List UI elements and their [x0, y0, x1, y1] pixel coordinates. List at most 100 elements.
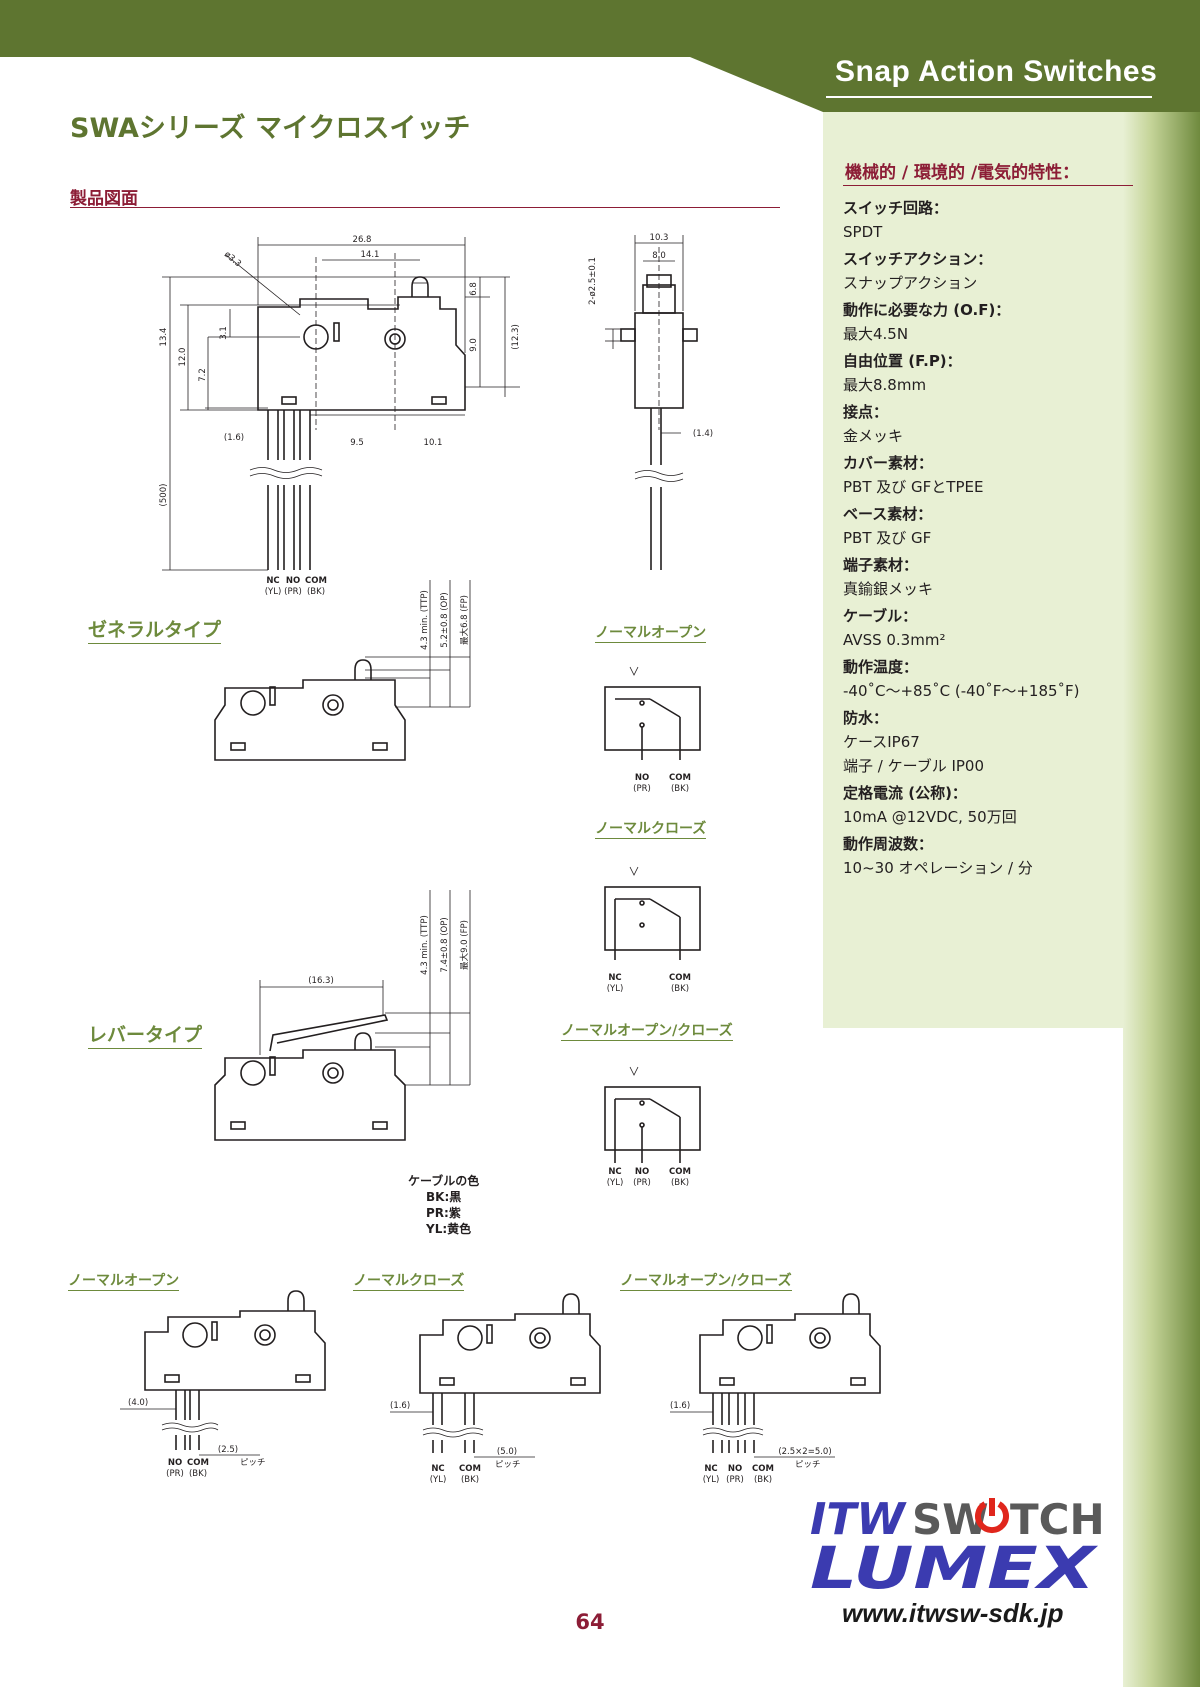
spec-item: 動作温度：-40˚C～+85˚C (-40˚F～+185˚F): [843, 655, 1113, 703]
logo-tch: TCH: [1010, 1495, 1105, 1544]
circuit-terminal: NC: [608, 973, 621, 983]
spec-label: 動作周波数：: [843, 835, 934, 853]
dim-label: 4.3 min. (TTP): [420, 590, 430, 650]
spec-item: 接点： 金メッキ: [843, 400, 1113, 448]
circuit-label-no-nc: ノーマルオープン/クローズ: [561, 1020, 733, 1041]
dim-label: 9.0: [469, 338, 479, 352]
circuit-nc-diagram: NC COM (YL) (BK): [604, 866, 701, 994]
spec-item: 定格電流 (公称)：10mA @12VDC, 50万回: [843, 781, 1113, 829]
terminal-label: COM: [459, 1464, 481, 1474]
terminal-color: (BK): [461, 1475, 479, 1485]
section-title: 製品図面: [70, 189, 138, 209]
spec-item: スイッチアクション：スナップアクション: [843, 247, 1113, 295]
spec-value: PBT 及び GFとTPEE: [843, 478, 984, 496]
spec-value: ケースIP67: [843, 733, 920, 751]
spec-label: 防水：: [843, 709, 889, 727]
circuit-terminal: NC: [608, 1167, 621, 1177]
circuit-terminal: NO: [635, 1167, 649, 1177]
dim-label: 9.5: [350, 438, 364, 448]
terminal-label: NO: [168, 1458, 182, 1468]
spec-label: カバー素材：: [843, 454, 934, 472]
page-number: 64: [575, 1610, 605, 1634]
page-title: SWAシリーズ マイクロスイッチ: [70, 113, 471, 144]
cable-color-legend: ケーブルの色 BK:黒 PR:紫 YL:黄色: [408, 1173, 479, 1237]
pitch-label: (5.0): [497, 1447, 517, 1457]
spec-value: 10~30 オペレーション / 分: [843, 859, 1033, 877]
spec-value: スナップアクション: [843, 274, 978, 292]
offset-label: (4.0): [128, 1398, 148, 1408]
dim-label: 最大9.0 (FP): [459, 920, 470, 970]
circuit-terminal: COM: [669, 1167, 691, 1177]
bottom-view-no-nc: (1.6) (2.5×2=5.0) ピッチ NC NO COM (YL) (PR…: [670, 1293, 881, 1485]
terminal-label: NC: [704, 1464, 717, 1474]
main-drawing: 26.8 14.1 ø3.3 3.1 6.8 13.4 12.0 7.2 9.0…: [159, 235, 521, 597]
terminal-label: COM: [187, 1458, 209, 1468]
banner-title: Snap Action Switches: [835, 55, 1158, 88]
spec-label: 接点：: [843, 403, 889, 421]
spec-value: 10mA @12VDC, 50万回: [843, 808, 1017, 826]
terminal-color: (PR): [726, 1475, 744, 1485]
dim-label: 8.0: [652, 251, 666, 261]
circuit-label-nc: ノーマルクローズ: [595, 818, 707, 839]
pitch-label: (2.5×2=5.0): [778, 1447, 831, 1457]
cable-color-title: ケーブルの色: [408, 1174, 480, 1188]
spec-label: 端子素材：: [843, 556, 919, 574]
spec-value: PBT 及び GF: [843, 529, 932, 547]
circuit-no-diagram: NO COM (PR) (BK): [604, 666, 701, 794]
spec-list: スイッチ回路：SPDT スイッチアクション：スナップアクション 動作に必要な力 …: [843, 196, 1113, 883]
power-icon: [975, 1498, 1009, 1534]
circuit-color: (BK): [671, 1178, 689, 1188]
terminal-label: NO: [728, 1464, 742, 1474]
spec-value: 端子 / ケーブル IP00: [843, 757, 985, 775]
spec-item: 自由位置 (F.P)：最大8.8mm: [843, 349, 1113, 397]
spec-value: 真鍮銀メッキ: [843, 580, 934, 598]
circuit-color: (PR): [633, 1178, 651, 1188]
terminal-color: (YL): [703, 1475, 720, 1485]
pitch-text: ピッチ: [240, 1458, 266, 1468]
dim-label: 5.2±0.8 (OP): [440, 592, 450, 647]
circuit-color: (PR): [633, 784, 651, 794]
banner-rule: [826, 96, 1152, 98]
general-type-label: ゼネラルタイプ: [88, 615, 222, 644]
terminal-label: NC: [431, 1464, 444, 1474]
spec-label: 動作に必要な力 (O.F)：: [843, 301, 1011, 319]
bottom-view-nc: (1.6) (5.0) ピッチ NC COM (YL) (BK): [390, 1293, 601, 1485]
cable-color-item: YL:黄色: [426, 1222, 472, 1236]
side-drawing: 10.3 8.0 2-ø2.5±0.1 (1.4): [588, 233, 713, 570]
dim-label: 13.4: [159, 328, 169, 347]
circuit-no-nc-diagram: NC NO COM (YL) (PR) (BK): [604, 1066, 701, 1188]
circuit-terminal: COM: [669, 773, 691, 783]
spec-value: -40˚C～+85˚C (-40˚F～+185˚F): [843, 682, 1080, 700]
spec-item: 動作に必要な力 (O.F)：最大4.5N: [843, 298, 1113, 346]
bottom-label-nc: ノーマルクローズ: [353, 1270, 465, 1291]
bottom-label-no-nc: ノーマルオープン/クローズ: [620, 1270, 792, 1291]
spec-value: 金メッキ: [843, 427, 904, 445]
cable-color-item: BK:黒: [426, 1190, 462, 1204]
general-type-drawing: 4.3 min. (TTP) 5.2±0.8 (OP) 最大6.8 (FP): [214, 580, 471, 761]
pitch-text: ピッチ: [795, 1460, 821, 1470]
bottom-label-no: ノーマルオープン: [68, 1270, 180, 1291]
dim-label: 最大6.8 (FP): [459, 595, 470, 645]
dim-label: (16.3): [308, 976, 334, 986]
lever-type-drawing: (16.3) 4.3 min. (TTP) 7.4±0.8 (OP) 最大9.0…: [214, 890, 471, 1141]
terminal-color: (PR): [166, 1469, 184, 1479]
dim-label: 10.3: [650, 233, 669, 243]
terminal-color: (PR): [284, 587, 302, 597]
dim-label: (1.4): [693, 429, 713, 439]
terminal-color: (YL): [265, 587, 282, 597]
offset-label: (1.6): [670, 1401, 690, 1411]
spec-label: ベース素材：: [843, 505, 933, 523]
terminal-color: (YL): [430, 1475, 447, 1485]
dim-label: 3.1: [219, 326, 229, 340]
spec-rule: [843, 185, 1133, 186]
terminal-color: (BK): [754, 1475, 772, 1485]
pitch-text: ピッチ: [495, 1460, 521, 1470]
pitch-label: (2.5): [218, 1445, 238, 1455]
spec-item: ケーブル：AVSS 0.3mm²: [843, 604, 1113, 652]
dim-label: 7.4±0.8 (OP): [440, 917, 450, 972]
circuit-terminal: COM: [669, 973, 691, 983]
dim-label: (1.6): [224, 433, 244, 443]
spec-title: 機械的 / 環境的 /電気的特性：: [845, 163, 1080, 183]
spec-label: 自由位置 (F.P)：: [843, 352, 962, 370]
